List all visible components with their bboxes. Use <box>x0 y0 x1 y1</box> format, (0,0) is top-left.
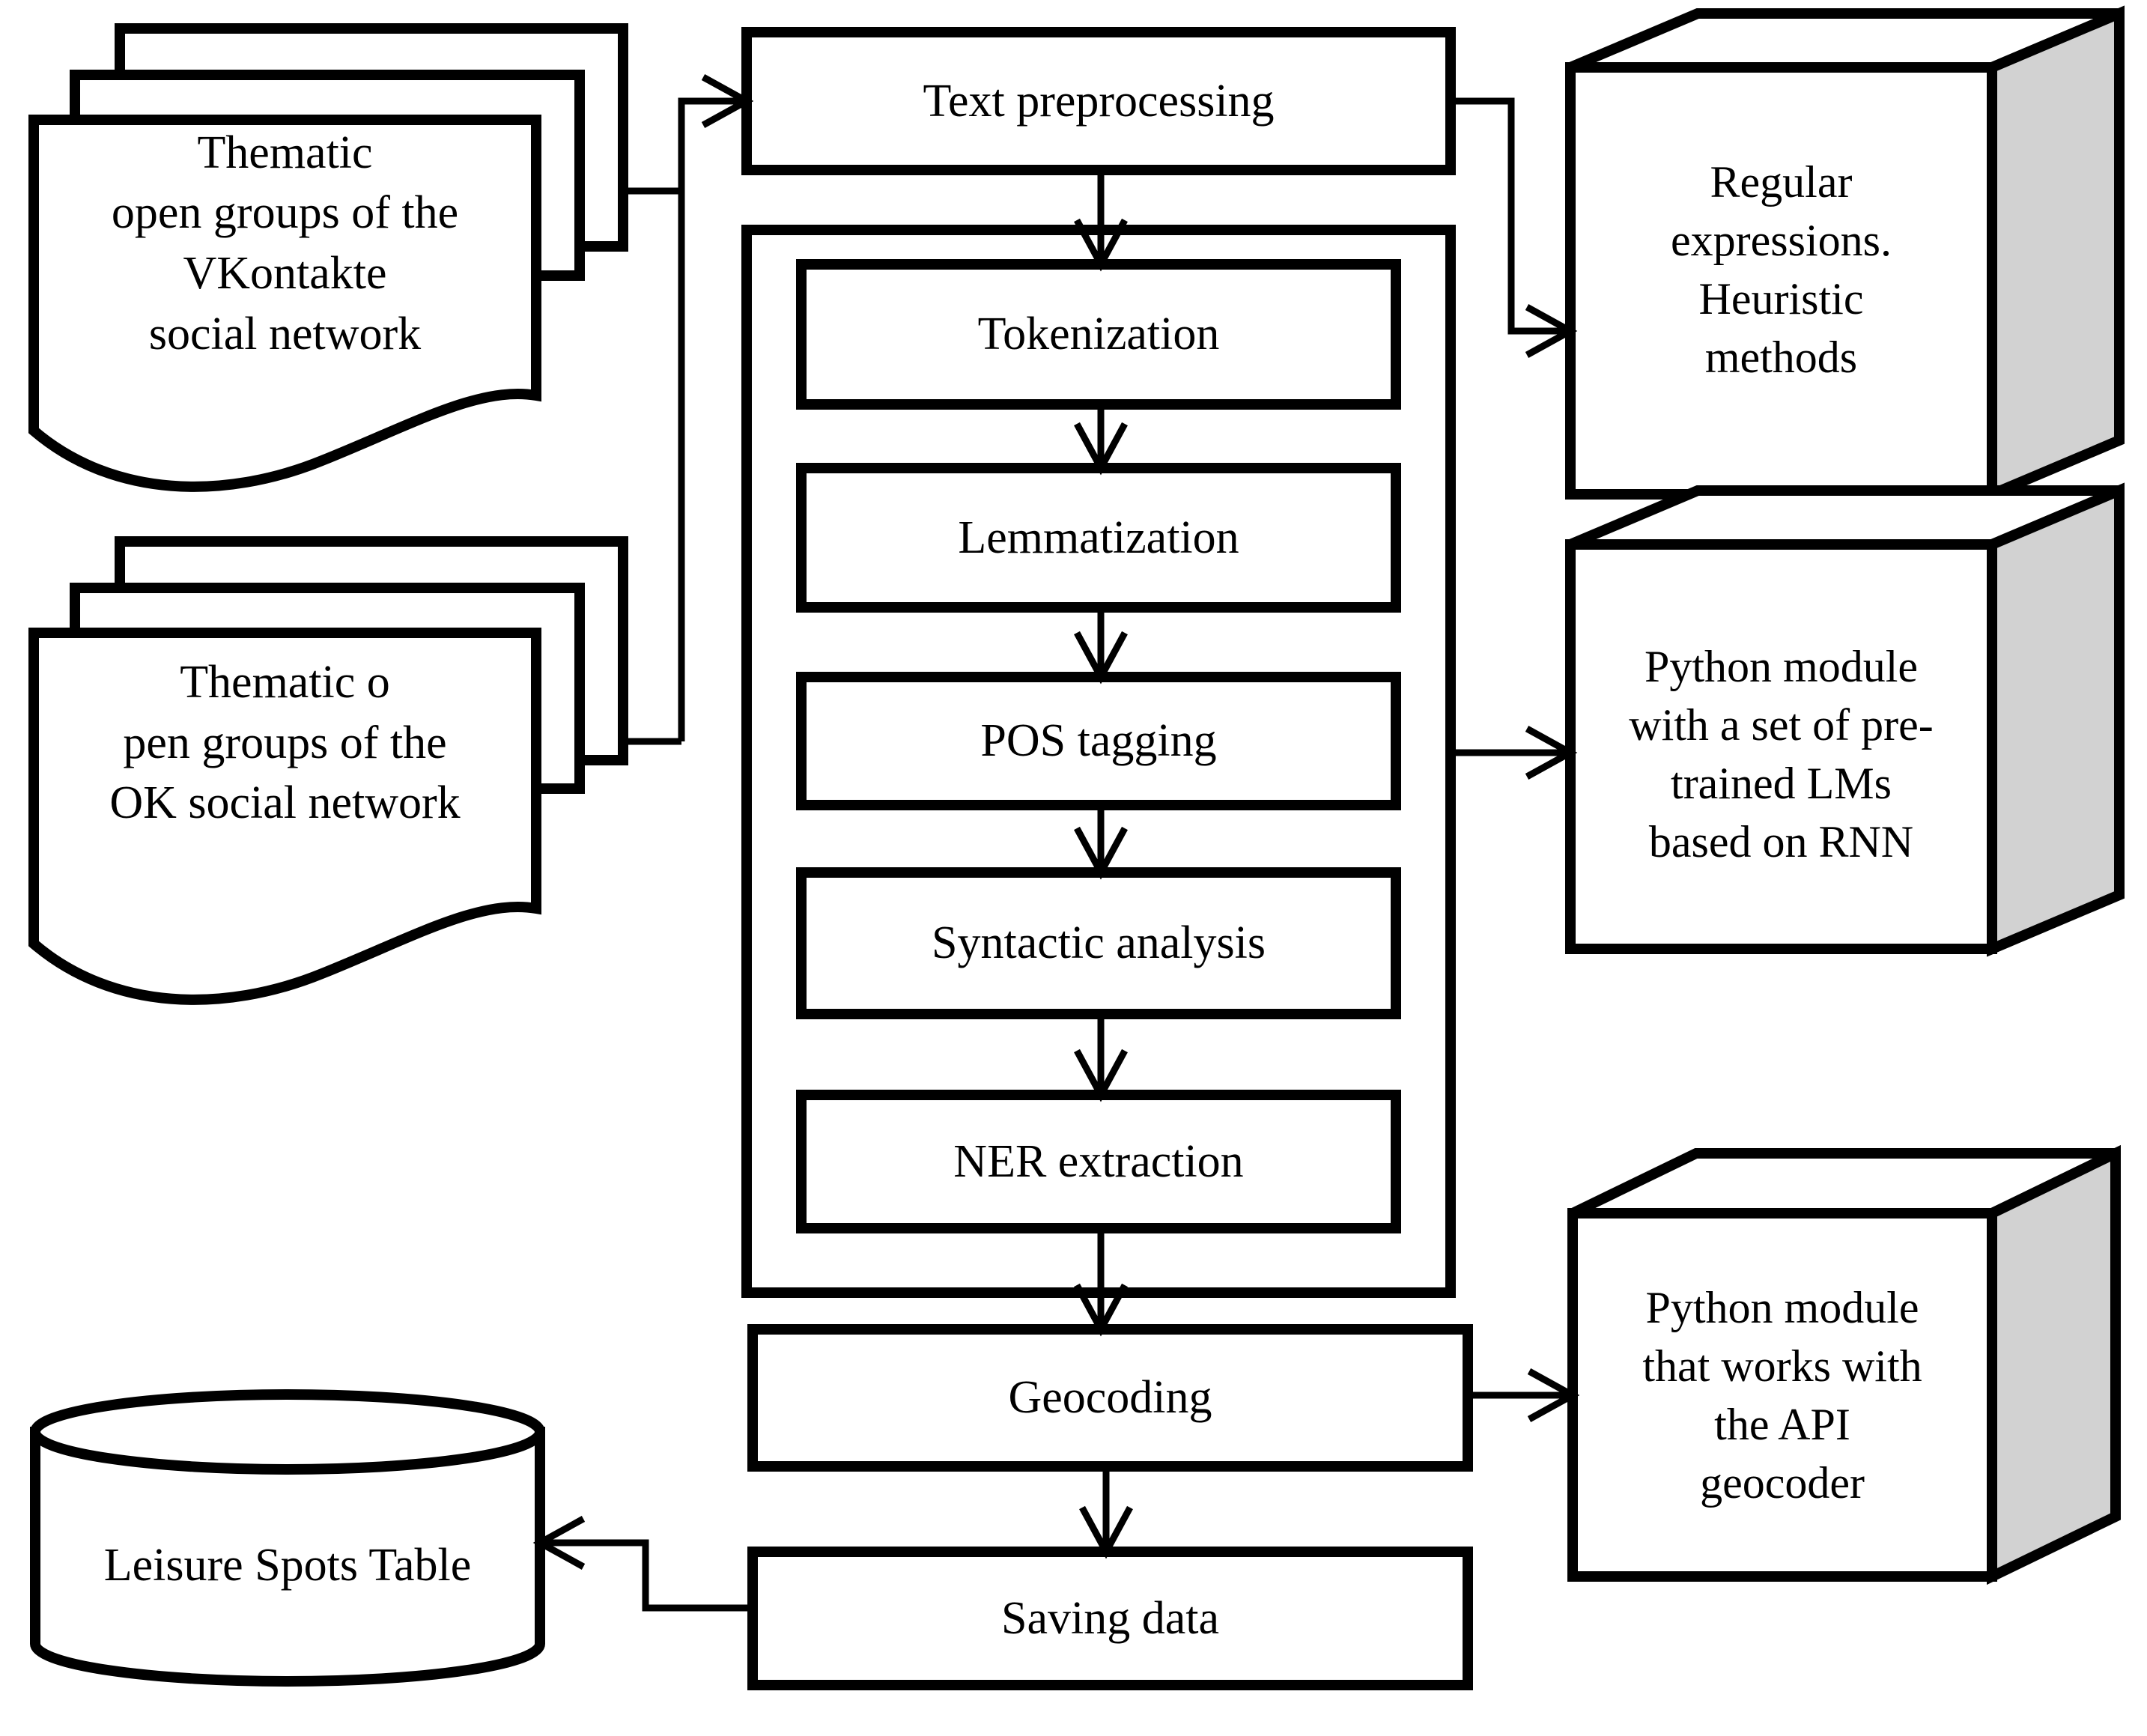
tokenization-box <box>796 259 1401 410</box>
regex-cube-front-face <box>1565 62 1997 500</box>
arrowhead-into-preprocessing <box>701 74 754 128</box>
geocoder-cube-side-face <box>1987 1144 2121 1585</box>
cylinder-top <box>30 1389 545 1475</box>
syntactic-analysis-box <box>796 867 1401 1019</box>
edge-saving-to-table <box>545 1539 753 1612</box>
arrowhead-into-rnn-cube <box>1525 726 1578 780</box>
regex-cube-side-face <box>1987 5 2125 503</box>
geocoder-module-cube <box>1567 1144 2121 1585</box>
arrowhead-into-geocoding <box>1074 1283 1128 1337</box>
edge-merge-to-preprocessing <box>678 97 743 741</box>
regex-module-cube <box>1565 5 2125 503</box>
arrowhead-into-geocoder-cube <box>1527 1368 1580 1422</box>
saving-data-box <box>747 1547 1473 1690</box>
edge-preprocessing-to-regex <box>1451 97 1567 335</box>
arrowhead-into-table <box>532 1516 586 1570</box>
text-preprocessing-box <box>741 27 1456 175</box>
rnn-module-cube <box>1565 482 2125 957</box>
vk-page-front <box>28 115 541 492</box>
geocoder-cube-front-face <box>1567 1208 1997 1582</box>
ok-page-front <box>28 628 541 1005</box>
cylinder-body <box>30 1427 545 1687</box>
lemmatization-box <box>796 463 1401 613</box>
rnn-cube-side-face <box>1987 482 2125 957</box>
arrowhead-into-syntactic <box>1074 826 1128 880</box>
arrowhead-into-ner <box>1074 1048 1128 1102</box>
document-stack-ok <box>28 536 628 1005</box>
arrowhead-into-lemmatization <box>1074 422 1128 476</box>
ner-extraction-box <box>796 1090 1401 1233</box>
document-stack-vk <box>28 23 628 492</box>
arrowhead-into-pos <box>1074 631 1128 685</box>
pos-tagging-box <box>796 672 1401 810</box>
arrowhead-into-regex-cube <box>1525 304 1578 358</box>
connector-lines <box>532 74 1580 1612</box>
leisure-table-cylinder <box>30 1389 545 1687</box>
arrowhead-into-saving <box>1079 1505 1133 1559</box>
arrowhead-into-tokenization <box>1074 218 1128 272</box>
rnn-cube-front-face <box>1565 539 1997 954</box>
geocoding-box <box>747 1324 1473 1472</box>
